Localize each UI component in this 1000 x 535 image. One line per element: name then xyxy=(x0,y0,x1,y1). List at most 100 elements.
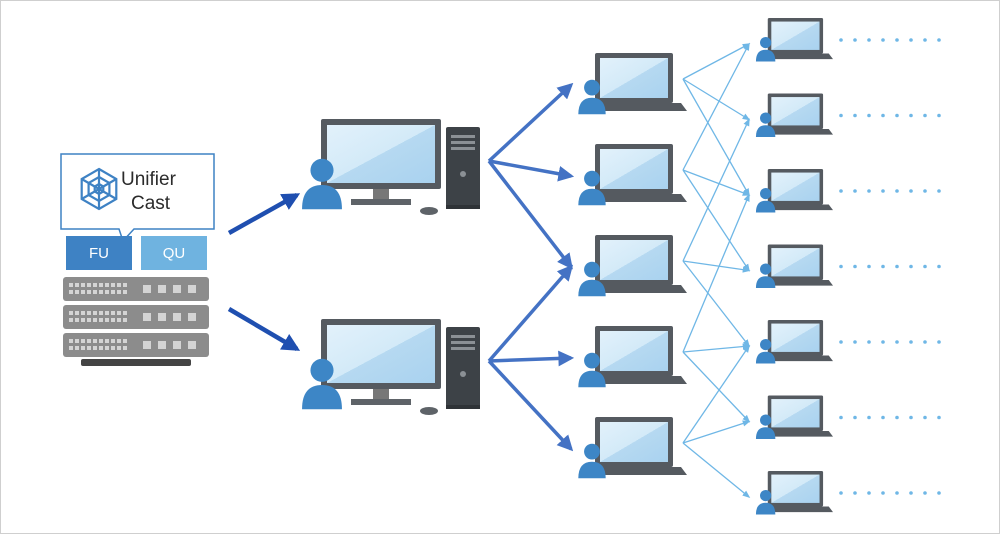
continuation-dot xyxy=(895,415,899,420)
desktop-to-laptop-arrow xyxy=(487,82,574,163)
server-to-desktop-arrow xyxy=(227,193,301,235)
continuation-dot xyxy=(923,415,927,420)
laptop-to-laptop-line xyxy=(682,43,751,80)
laptop-client-icon-small xyxy=(756,18,833,61)
continuation-dot xyxy=(881,491,885,495)
server-to-desktop-arrow xyxy=(227,307,301,351)
laptop-client-icon-small xyxy=(756,245,833,288)
continuation-dot xyxy=(853,264,857,269)
continuation-dot xyxy=(881,264,885,269)
spider-web-icon xyxy=(80,167,118,211)
continuation-dot xyxy=(853,340,857,344)
tier1-arrows xyxy=(227,193,301,351)
continuation-dot xyxy=(909,340,913,344)
tag-fu xyxy=(66,236,132,270)
laptop-to-laptop-line xyxy=(682,118,750,262)
desktop-to-laptop-arrow xyxy=(488,159,575,182)
continuation-dot xyxy=(839,340,843,344)
laptop-client-icon-small xyxy=(756,169,833,212)
continuation-dot xyxy=(839,415,843,420)
continuation-dot xyxy=(881,340,885,344)
continuation-dot xyxy=(853,113,857,118)
continuation-dot xyxy=(909,491,913,495)
continuation-dot xyxy=(895,38,899,42)
laptop-client-icon-small xyxy=(756,94,833,137)
continuation-dot xyxy=(937,415,941,420)
laptop-client-icon xyxy=(578,326,687,387)
continuation-dot xyxy=(895,189,899,193)
continuation-dot xyxy=(923,38,927,42)
continuation-dot xyxy=(867,264,871,269)
continuation-dot xyxy=(881,38,885,42)
continuation-dot xyxy=(853,189,857,193)
desktop-to-laptop-arrow xyxy=(488,350,575,367)
continuation-dot xyxy=(853,415,857,420)
continuation-dot xyxy=(867,113,871,118)
tag-qu-label: QU xyxy=(163,245,186,262)
continuation-dot xyxy=(895,264,899,269)
laptop-to-laptop-line xyxy=(682,420,751,444)
tier2-arrows xyxy=(487,82,575,452)
continuation-dot xyxy=(909,38,913,42)
continuation-dot xyxy=(867,415,871,420)
continuation-dot xyxy=(937,38,941,42)
desktop-to-laptop-arrow xyxy=(487,359,574,452)
laptop-to-laptop-line xyxy=(682,344,750,444)
laptop-to-laptop-line xyxy=(682,78,750,197)
continuation-dot xyxy=(937,189,941,193)
laptop-to-laptop-line xyxy=(682,351,751,423)
laptop-to-laptop-line xyxy=(682,169,751,196)
continuation-dot xyxy=(867,491,871,495)
unifier-cast-server: Unifier Cast FU QU xyxy=(60,153,215,366)
continuation-dot xyxy=(867,340,871,344)
continuation-dot xyxy=(881,113,885,118)
continuation-dot xyxy=(839,189,843,193)
laptop-to-laptop-line xyxy=(682,169,750,272)
laptop-to-laptop-line xyxy=(682,42,750,171)
continuation-dot xyxy=(923,491,927,495)
continuation-dot xyxy=(895,491,899,495)
laptop-client-icon-small xyxy=(756,396,833,439)
laptop-to-laptop-line xyxy=(682,78,751,121)
logo-text-line2: Cast xyxy=(131,193,171,214)
tag-fu-label: FU xyxy=(89,245,109,262)
continuation-dot xyxy=(853,491,857,495)
continuation-dot xyxy=(923,264,927,269)
server-rack xyxy=(63,277,209,366)
continuation-dot xyxy=(867,189,871,193)
laptop-to-laptop-line xyxy=(682,260,750,348)
continuation-dot xyxy=(839,264,843,269)
continuation-dot xyxy=(839,113,843,118)
tag-qu xyxy=(141,236,207,270)
continuation-dot xyxy=(839,38,843,42)
continuation-dot xyxy=(923,113,927,118)
continuation-dot xyxy=(909,264,913,269)
laptop-client-icon-small xyxy=(756,320,833,363)
continuation-dot xyxy=(937,340,941,344)
continuation-dot xyxy=(881,415,885,420)
laptop-client-icon xyxy=(578,235,687,296)
desktop-client-icon xyxy=(302,319,480,415)
continuation-dot xyxy=(881,189,885,193)
continuation-dot xyxy=(909,113,913,118)
laptop-to-laptop-line xyxy=(682,193,750,353)
desktop-to-laptop-arrow xyxy=(487,264,574,363)
continuation-dot xyxy=(909,415,913,420)
level3-laptop-clients xyxy=(756,18,833,514)
laptop-client-icon xyxy=(578,53,687,114)
desktop-clients xyxy=(302,119,480,415)
continuation-dot xyxy=(937,491,941,495)
laptop-to-laptop-line xyxy=(682,343,751,353)
continuation-dot xyxy=(923,189,927,193)
laptop-client-icon xyxy=(578,144,687,205)
laptop-client-icon-small xyxy=(756,471,833,514)
continuation-dot xyxy=(895,113,899,118)
continuation-dot xyxy=(867,38,871,42)
continuation-dot xyxy=(923,340,927,344)
continuation-dot xyxy=(895,340,899,344)
logo-text-line1: Unifier xyxy=(121,169,177,190)
tier3-connection-lines xyxy=(682,42,751,498)
continuation-dot xyxy=(853,38,857,42)
